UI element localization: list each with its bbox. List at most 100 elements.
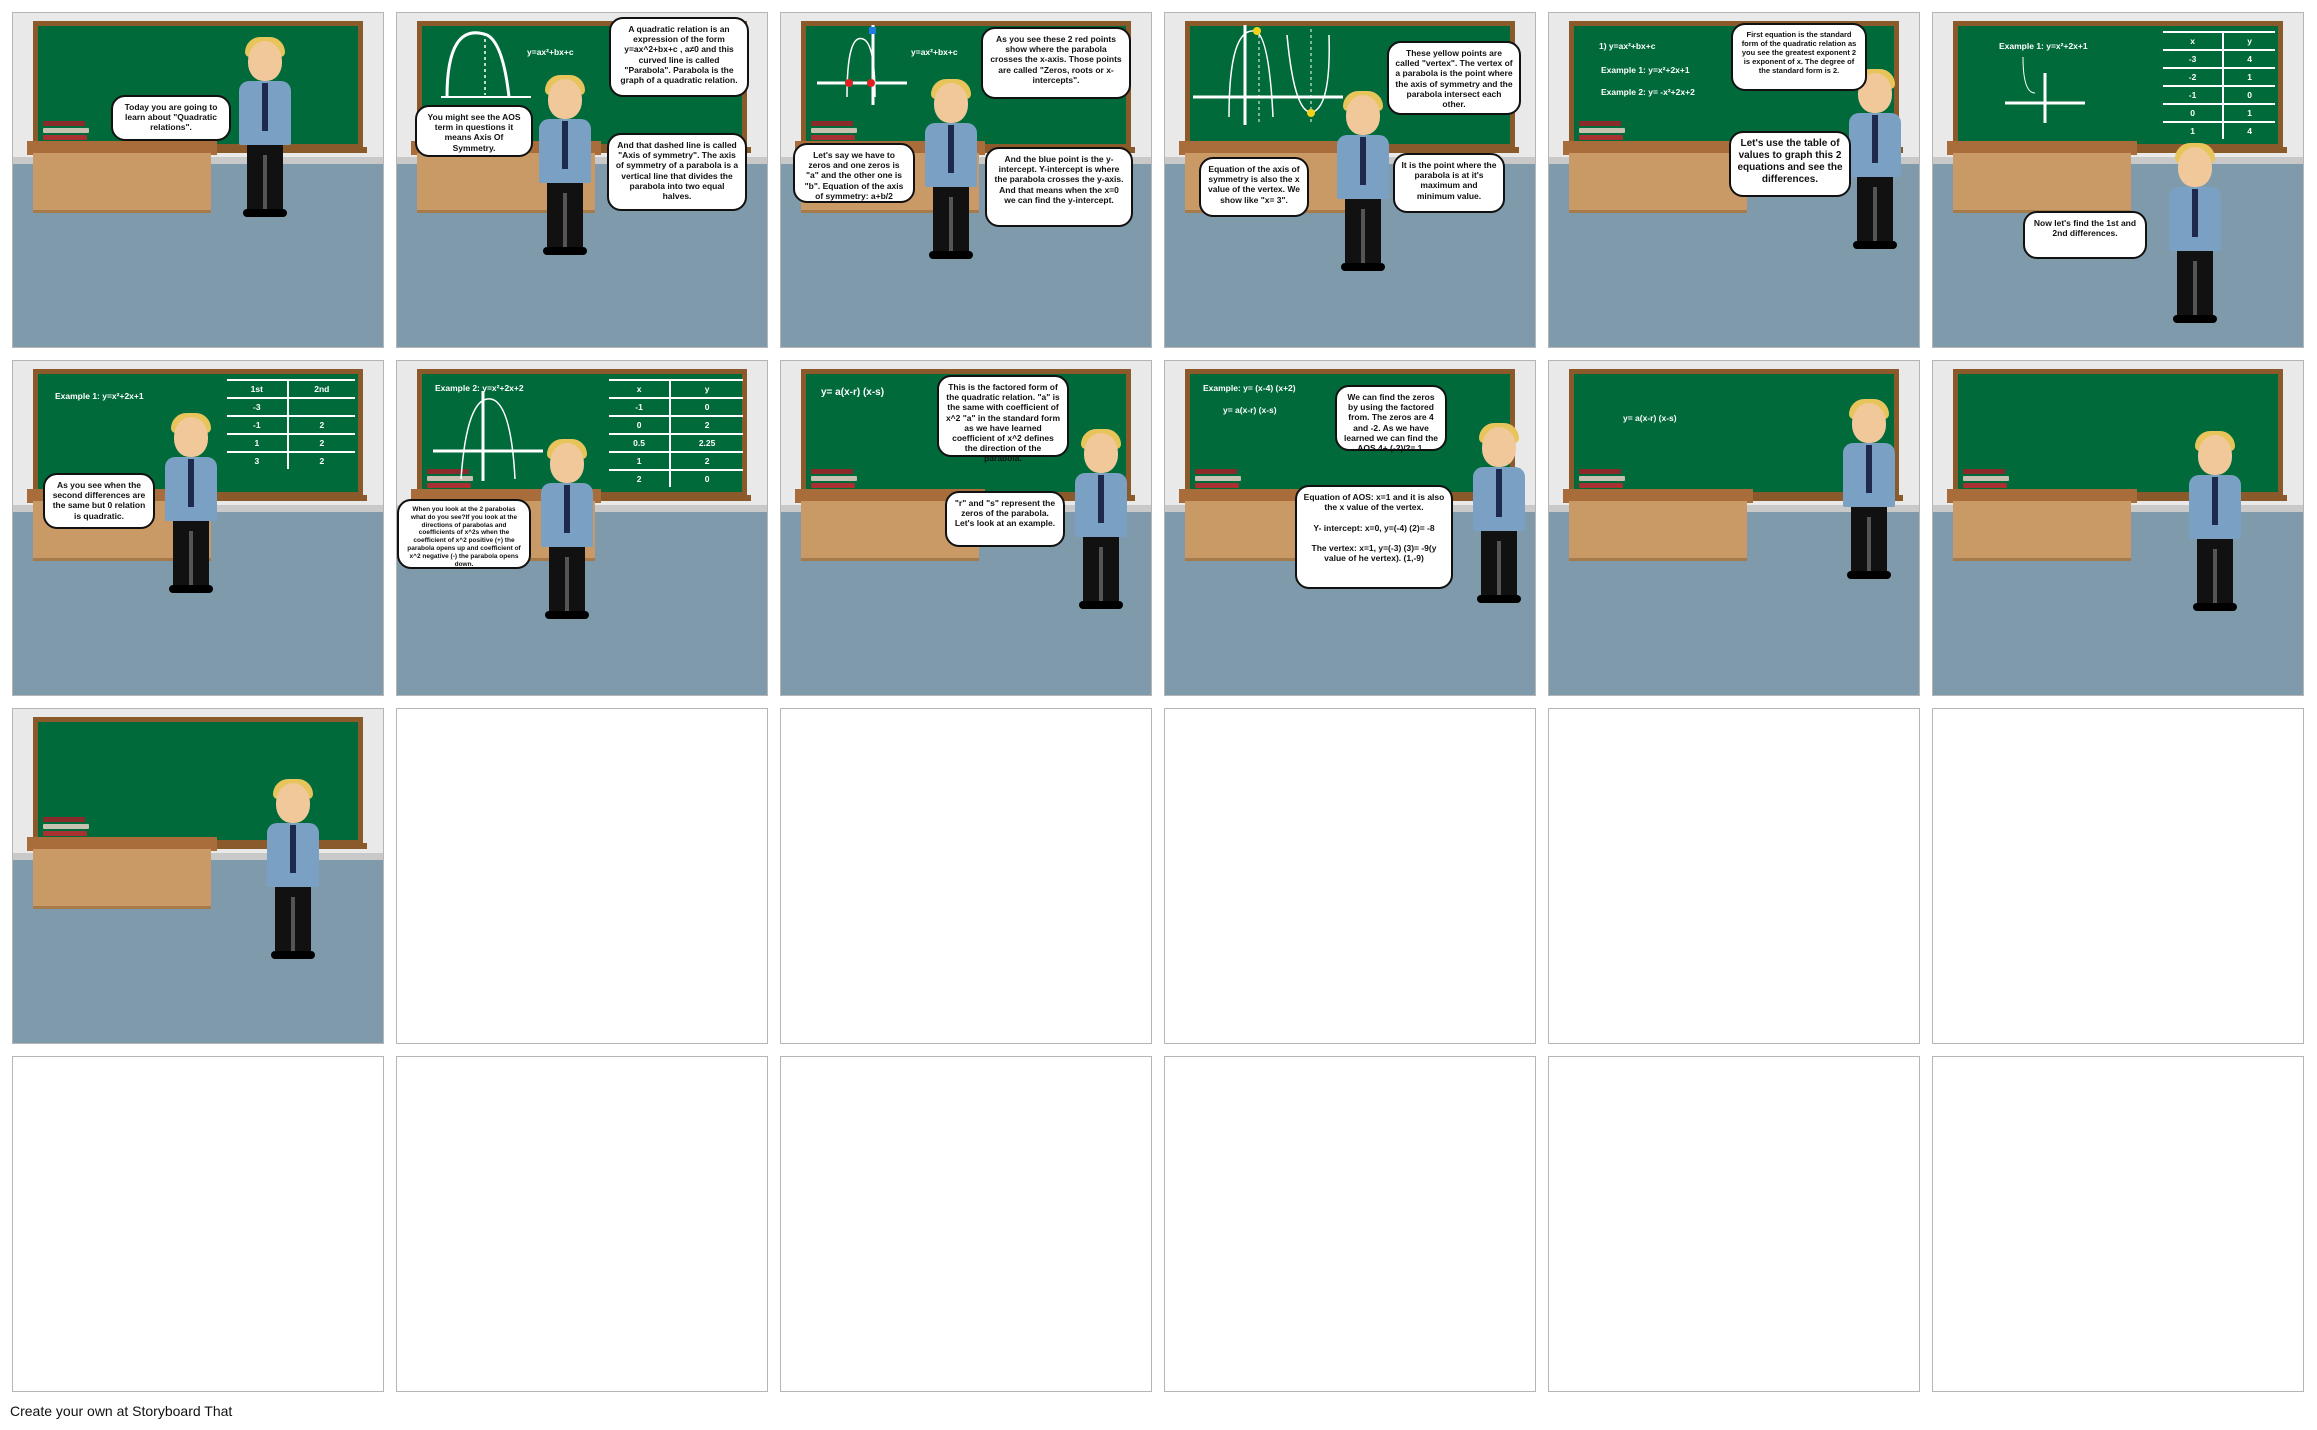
speech-bubble: As you see these 2 red points show where… [981, 27, 1131, 99]
storyboard-grid: Today you are going to learn about "Quad… [12, 12, 2308, 1396]
board-equation: 1) y=ax²+bx+c [1599, 41, 1656, 51]
desk [33, 153, 211, 213]
table-cell: -1 [609, 397, 672, 416]
empty-panel[interactable] [1164, 708, 1536, 1044]
y-intercept-icon [869, 27, 876, 34]
board-equation: Example 2: y=x²+2x+2 [435, 383, 524, 393]
panel-10[interactable]: Example: y= (x-4) (x+2) y= a(x-r) (x-s) … [1164, 360, 1536, 696]
teacher-character [1469, 423, 1529, 605]
books-icon [427, 469, 473, 491]
empty-panel[interactable] [1932, 1056, 2304, 1392]
desk-top [1947, 489, 2137, 503]
empty-panel[interactable] [780, 708, 1152, 1044]
board-equation: y= a(x-r) (x-s) [1623, 413, 1677, 423]
desk-top [27, 141, 217, 155]
empty-panel[interactable] [1548, 1056, 1920, 1392]
table-cell: 0.5 [609, 433, 672, 452]
classroom-scene [13, 13, 383, 347]
zero-point-icon [867, 79, 875, 87]
empty-panel[interactable] [780, 1056, 1152, 1392]
panel-3[interactable]: y=ax²+bx+c As you see these 2 red points… [780, 12, 1152, 348]
column-header: x [2163, 31, 2225, 50]
table-cell: 1 [2223, 67, 2275, 86]
teacher-character [537, 439, 597, 621]
table-cell: 0 [2223, 85, 2275, 104]
table-cell: 0 [2163, 103, 2225, 122]
panel-1[interactable]: Today you are going to learn about "Quad… [12, 12, 384, 348]
table-cell: 0 [670, 397, 743, 416]
speech-bubble: Let's say we have to zeros and one zeros… [793, 143, 915, 203]
speech-bubble: We can find the zeros by using the facto… [1335, 385, 1447, 453]
speech-bubble: When you look at the 2 parabolas what do… [397, 499, 531, 569]
empty-panel[interactable] [12, 1056, 384, 1392]
footer-credit[interactable]: Create your own at Storyboard That [10, 1403, 233, 1419]
speech-bubble: It is the point where the parabola is at… [1393, 153, 1505, 213]
classroom-scene [1933, 361, 2303, 695]
books-icon [43, 121, 89, 143]
speech-bubble: Equation of AOS: x=1 and it is also the … [1295, 485, 1453, 589]
board-equation: y=ax²+bx+c [911, 47, 958, 57]
column-header: y [670, 379, 743, 398]
speech-bubble: This is the factored form of the quadrat… [937, 375, 1069, 463]
panel-5[interactable]: 1) y=ax²+bx+c Example 1: y=x²+2x+1 Examp… [1548, 12, 1920, 348]
books-icon [1963, 469, 2009, 491]
zero-point-icon [845, 79, 853, 87]
table-cell: 2 [670, 451, 743, 470]
table-cell: 0 [609, 415, 672, 434]
panel-4[interactable]: These yellow points are called "vertex".… [1164, 12, 1536, 348]
empty-panel[interactable] [1548, 708, 1920, 1044]
teacher-character [2185, 431, 2245, 613]
column-header: y [2223, 31, 2275, 50]
speech-bubble: As you see when the second differences a… [43, 473, 155, 529]
panel-9[interactable]: y= a(x-r) (x-s) This is the factored for… [780, 360, 1152, 696]
empty-panel[interactable] [396, 708, 768, 1044]
panel-11[interactable]: y= a(x-r) (x-s) [1548, 360, 1920, 696]
books-icon [1579, 121, 1625, 143]
panel-2[interactable]: y=ax²+bx+c A quadratic relation is an ex… [396, 12, 768, 348]
table-cell: 2 [287, 451, 355, 469]
table-cell: -1 [2163, 85, 2225, 104]
board-equation: y= a(x-r) (x-s) [821, 387, 885, 398]
classroom-scene [13, 709, 383, 1043]
vertex-point-icon [1253, 27, 1261, 35]
speech-bubble: Today you are going to learn about "Quad… [111, 95, 231, 141]
table-cell [287, 397, 355, 416]
desk-top [27, 837, 217, 851]
teacher-character [535, 75, 595, 257]
teacher-character [1845, 69, 1905, 251]
speech-bubble: You might see the AOS term in questions … [415, 105, 533, 157]
teacher-character [235, 37, 295, 219]
table-cell: 3 [227, 451, 289, 469]
table-cell: 2 [287, 415, 355, 434]
desk [1953, 153, 2131, 213]
panel-12[interactable] [1932, 360, 2304, 696]
vertex-point-icon [1307, 109, 1315, 117]
speech-bubble: These yellow points are called "vertex".… [1387, 41, 1521, 115]
speech-bubble: Let's use the table of values to graph t… [1729, 131, 1851, 197]
empty-panel[interactable] [396, 1056, 768, 1392]
table-row: -3 [227, 397, 355, 416]
empty-panel[interactable] [1164, 1056, 1536, 1392]
empty-panel[interactable] [1932, 708, 2304, 1044]
desk-top [1563, 141, 1753, 155]
panel-13[interactable] [12, 708, 384, 1044]
desk [1569, 153, 1747, 213]
